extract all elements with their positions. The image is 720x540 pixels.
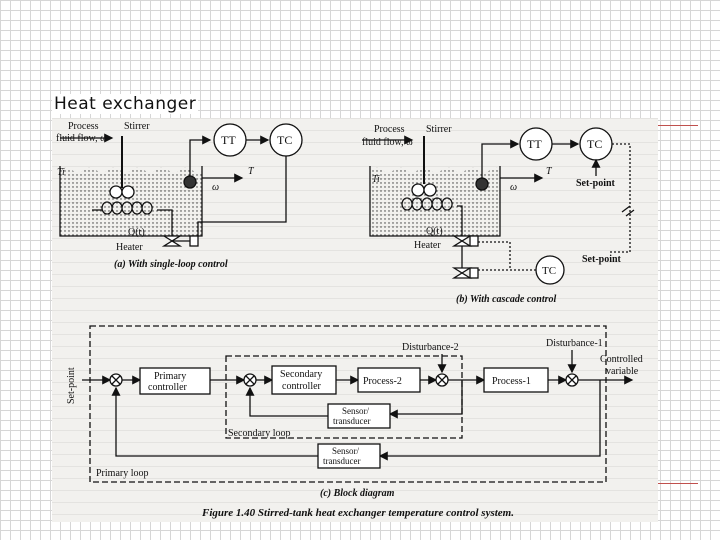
c-secondary-loop-label: Secondary loop xyxy=(228,428,291,439)
a-caption: (a) With single-loop control xyxy=(114,259,228,270)
heater-coil-a xyxy=(101,201,153,215)
figure-svg: Process fluid flow, ω Stirrer TT TC T ω … xyxy=(56,121,643,519)
c-secondary-controller-1: Secondary xyxy=(280,369,322,380)
c-disturbance2-label: Disturbance-2 xyxy=(402,342,459,353)
a-process-label: Process xyxy=(68,121,99,132)
b-tc-flow-label: TC xyxy=(542,265,556,277)
valve-b-upper xyxy=(451,235,473,247)
diagram-c-block xyxy=(82,325,634,483)
liquid-a xyxy=(60,167,204,236)
b-t-label: T xyxy=(546,166,553,177)
sensor-inner-block xyxy=(327,403,391,429)
b-ti-label: Ti xyxy=(372,174,380,185)
primary-controller-block xyxy=(139,367,211,395)
b-process-label: Process xyxy=(374,124,405,135)
diagram-b-cascade xyxy=(362,127,635,285)
figure-caption: Figure 1.40 Stirred-tank heat exchanger … xyxy=(201,507,514,519)
heater-coil-b xyxy=(401,197,453,211)
a-stirrer-label: Stirrer xyxy=(124,121,150,132)
c-primary-controller-2: controller xyxy=(148,382,188,393)
scanned-figure: Process fluid flow, ω Stirrer TT TC T ω … xyxy=(52,118,658,522)
c-sensor-outer-1: Sensor/ xyxy=(332,446,359,456)
b-caption: (b) With cascade control xyxy=(456,294,556,305)
b-heater-label: Heater xyxy=(414,240,441,251)
b-tc-label: TC xyxy=(587,137,602,151)
a-t-label: T xyxy=(248,166,255,177)
slide-title: Heat exchanger xyxy=(52,94,199,114)
c-controlled-variable-2: variable xyxy=(606,366,639,377)
accent-line-top xyxy=(658,125,698,126)
a-heater-label: Heater xyxy=(116,242,143,253)
a-tt-label: TT xyxy=(221,133,236,147)
a-q-label: Q(t) xyxy=(128,227,145,238)
c-caption: (c) Block diagram xyxy=(320,488,395,499)
b-setpoint-top-label: Set-point xyxy=(576,178,616,189)
c-sensor-inner-2: transducer xyxy=(333,416,370,426)
c-sensor-inner-1: Sensor/ xyxy=(342,406,369,416)
c-primary-controller-1: Primary xyxy=(154,371,186,382)
accent-line-bottom xyxy=(658,483,698,484)
a-process-label-2: fluid flow, ω xyxy=(56,133,107,144)
secondary-controller-block xyxy=(271,365,337,395)
a-tc-label: TC xyxy=(277,133,292,147)
b-q-label: Q(t) xyxy=(426,226,443,237)
primary-loop-frame xyxy=(89,325,607,483)
diagram-a-single-loop xyxy=(59,123,303,247)
c-controlled-variable-1: Controlled xyxy=(600,354,643,365)
liquid-b xyxy=(370,167,500,236)
c-sensor-outer-2: transducer xyxy=(323,456,360,466)
c-setpoint-label: Set-point xyxy=(66,367,77,404)
c-secondary-controller-2: controller xyxy=(282,381,322,392)
c-process1-label: Process-1 xyxy=(492,376,531,387)
sensor-bulb-a xyxy=(183,175,197,189)
b-omega-label: ω xyxy=(510,182,517,193)
b-setpoint-flow-label: Set-point xyxy=(582,254,622,265)
b-process-label-2: fluid flow, ω xyxy=(362,137,413,148)
sensor-bulb-b xyxy=(475,177,489,191)
b-tt-label: TT xyxy=(527,137,542,151)
c-disturbance1-label: Disturbance-1 xyxy=(546,338,603,349)
c-primary-loop-label: Primary loop xyxy=(96,468,149,479)
b-stirrer-label: Stirrer xyxy=(426,124,452,135)
c-process2-label: Process-2 xyxy=(363,376,402,387)
a-omega-label: ω xyxy=(212,182,219,193)
a-ti-label: Ti xyxy=(57,167,65,178)
secondary-loop-frame xyxy=(225,355,463,439)
valve-b-lower xyxy=(451,267,473,279)
